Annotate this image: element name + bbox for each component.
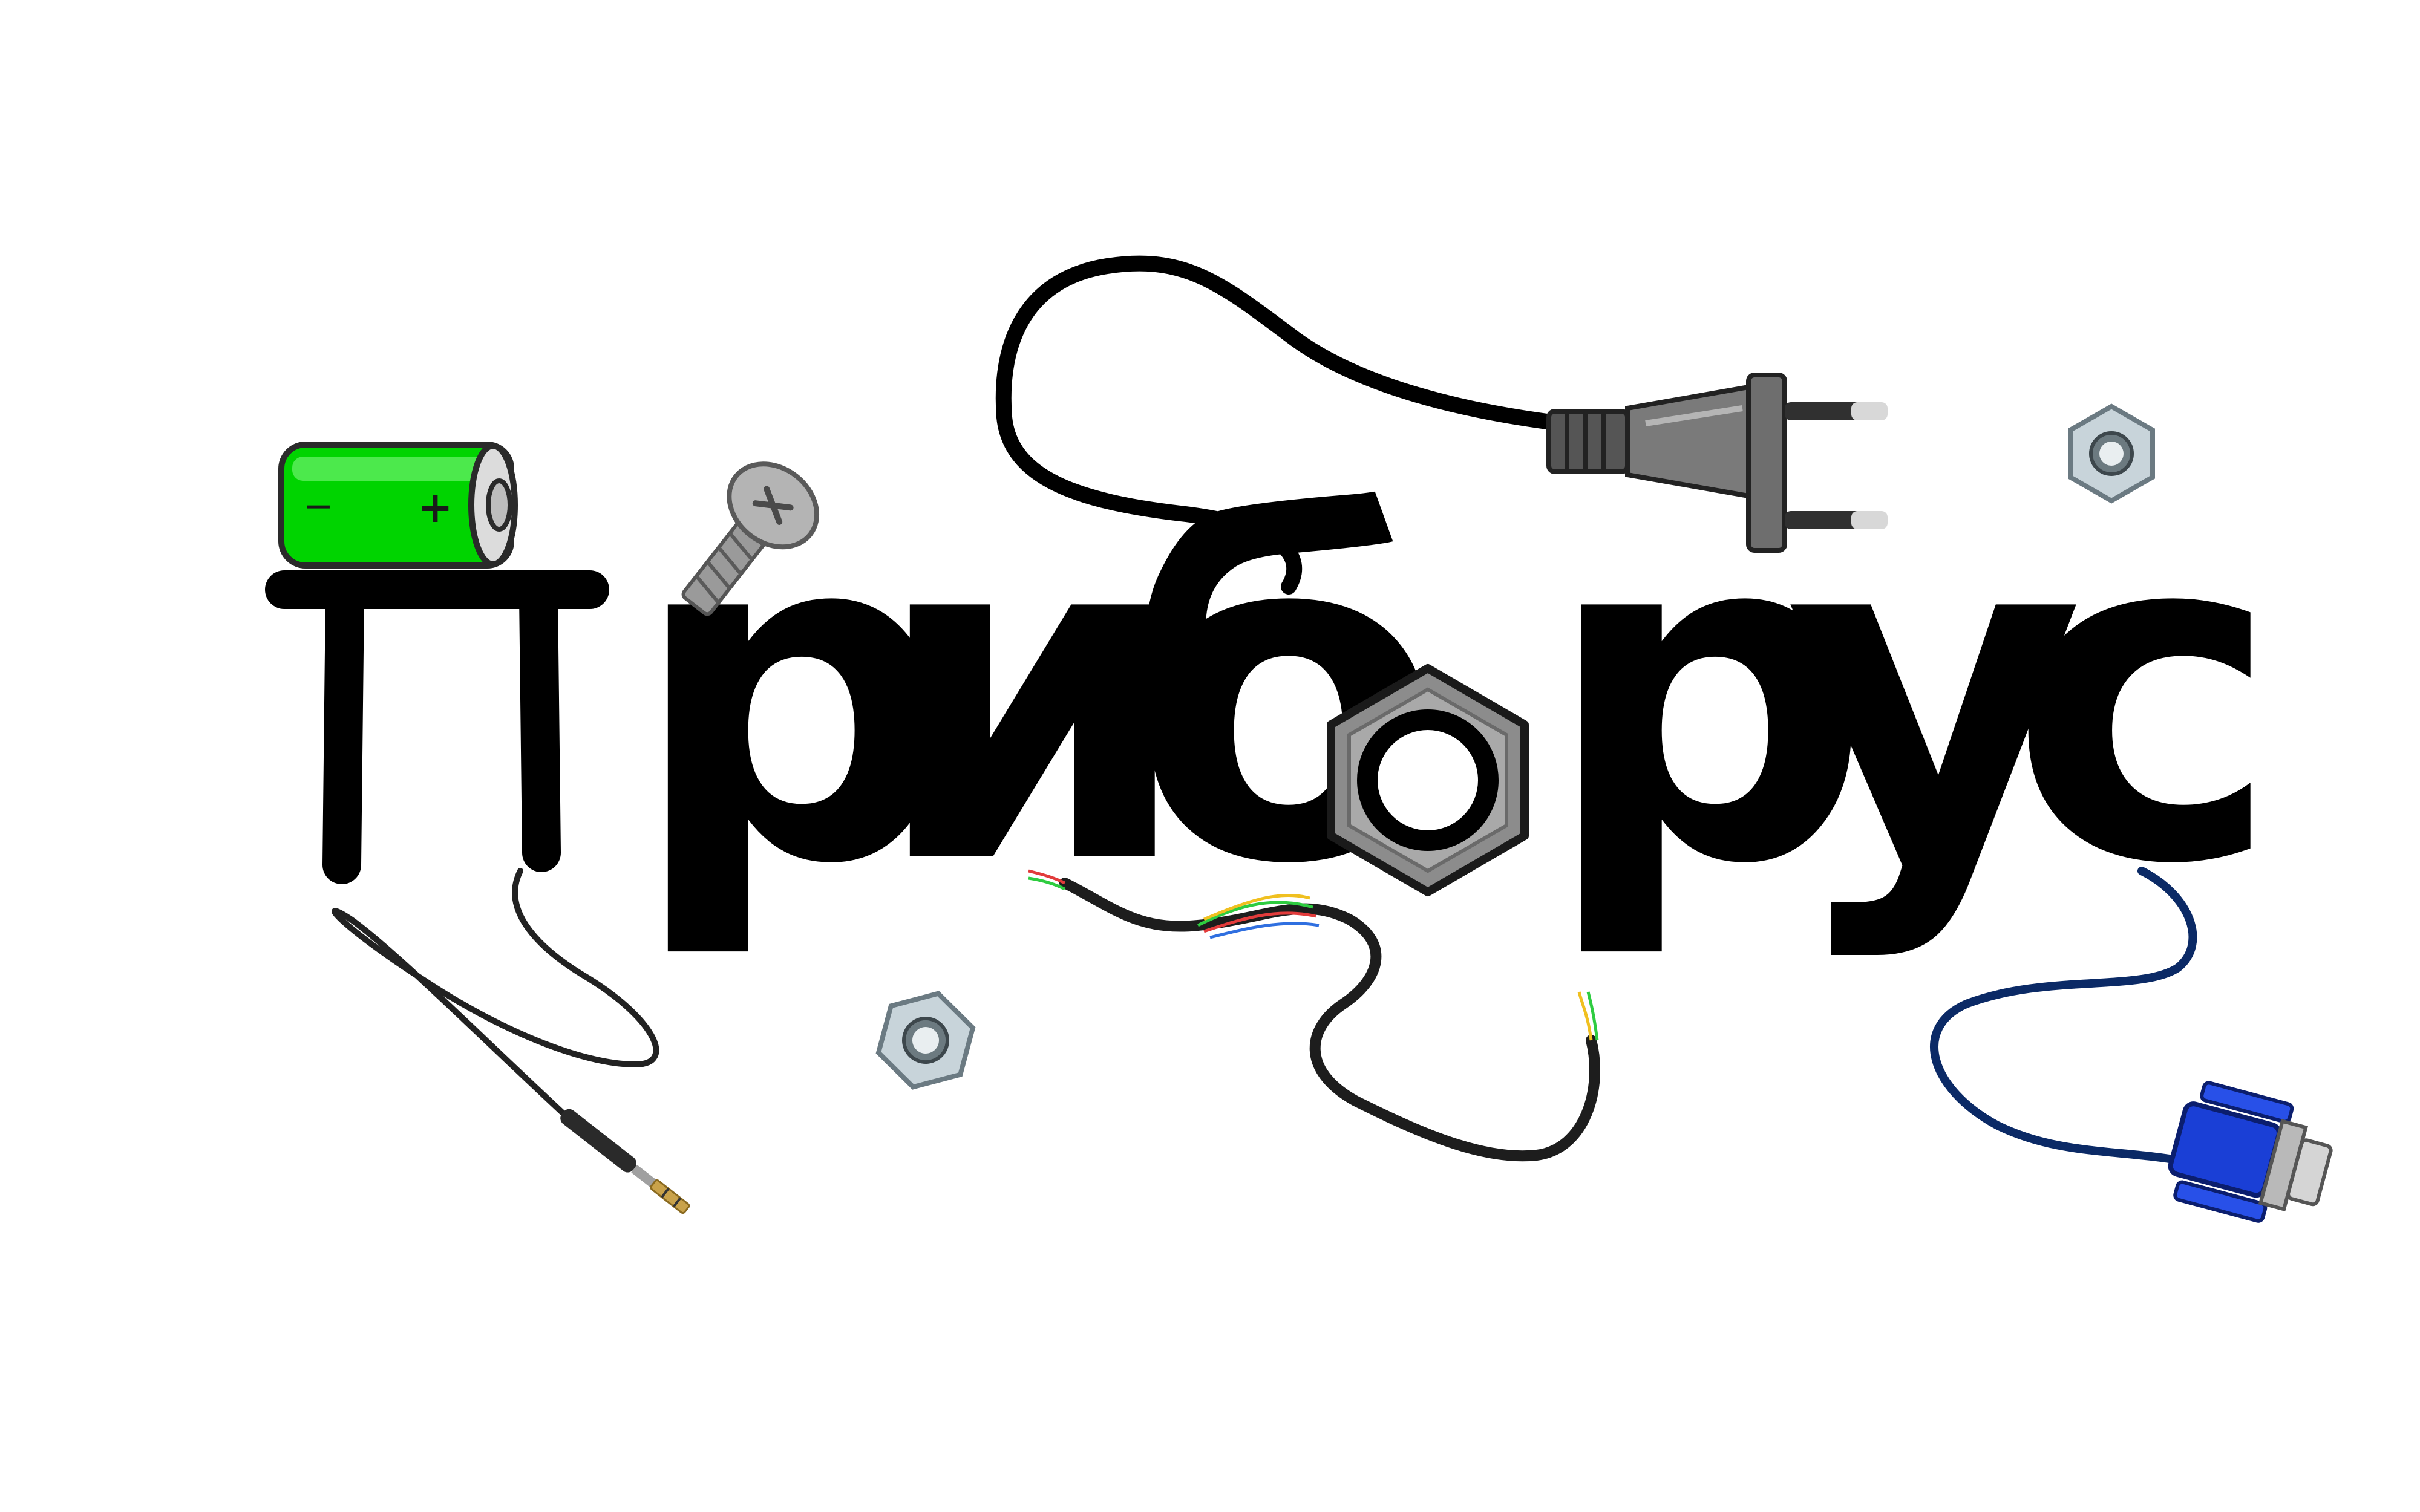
power-plug-icon (1546, 373, 1888, 553)
audio-jack-icon (560, 1109, 690, 1214)
battery-plus: + (417, 483, 453, 532)
multicolor-wire (1028, 869, 1600, 1162)
letter-es: с (2009, 430, 2281, 965)
screw-icon (681, 461, 820, 616)
battery-minus: − (303, 485, 333, 527)
small-nut-icon (2068, 403, 2155, 504)
vga-connector-icon (2168, 1081, 2333, 1223)
hex-nut-icon (1327, 664, 1529, 896)
audio-cable (332, 868, 659, 1116)
power-cable (995, 255, 1569, 595)
battery-icon: − + (278, 442, 518, 569)
letter-i: и (871, 430, 1194, 965)
letter-pe (265, 570, 609, 884)
small-nut-icon (875, 991, 976, 1090)
vga-cable (1930, 867, 2197, 1165)
logo-word: р и б р у с (265, 430, 2281, 965)
